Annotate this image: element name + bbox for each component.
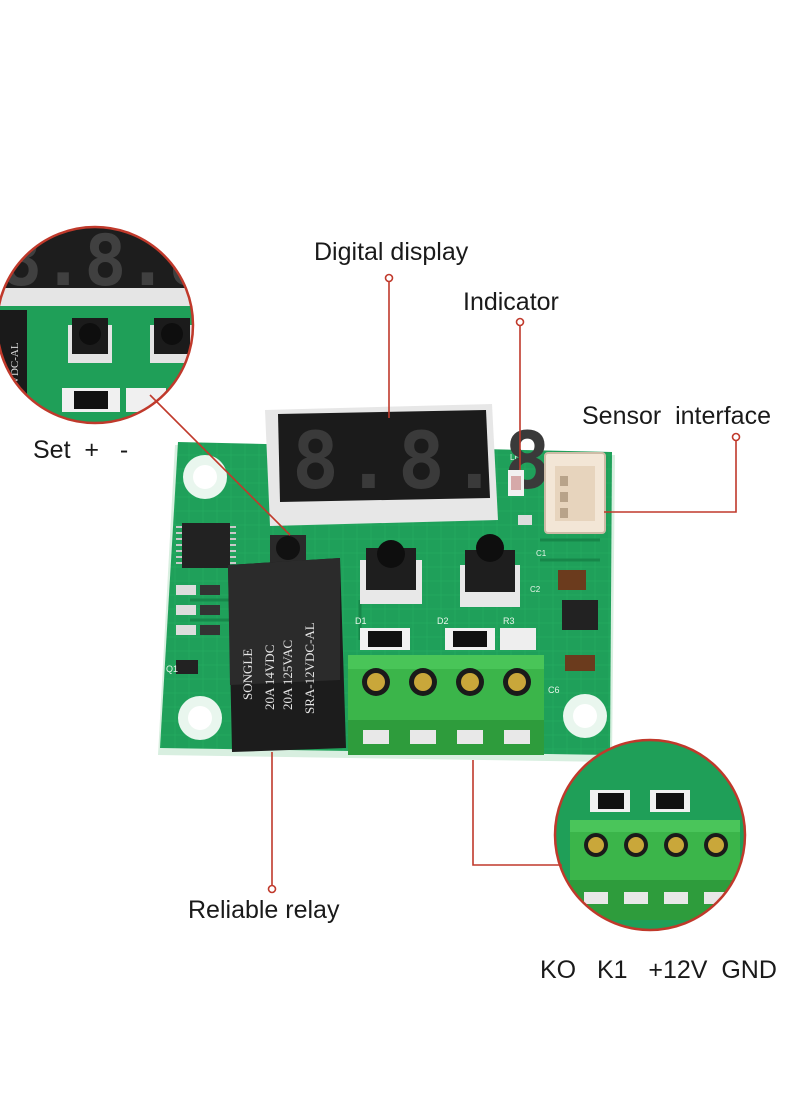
mounting-hole <box>183 455 227 499</box>
callout-digital-display: Digital display <box>314 238 469 266</box>
silk-q1: Q1 <box>166 664 178 674</box>
mounting-hole <box>563 694 607 738</box>
silk-c1: C1 <box>536 549 547 558</box>
display-digits: 8.8.8 <box>292 417 557 507</box>
zoom-inset-buttons: 8.8.8 12VDC-AL <box>0 225 195 425</box>
digital-display: 8.8.8 <box>265 404 557 526</box>
callout-set-buttons: Set + - <box>33 436 129 464</box>
callout-markers <box>267 273 741 894</box>
callout-reliable-relay: Reliable relay <box>188 896 340 924</box>
silk-d1: D1 <box>355 616 367 626</box>
silk-led: LED <box>510 453 526 462</box>
diodes <box>360 628 536 650</box>
relay-rating-2: 20A 125VAC <box>280 640 295 710</box>
callout-indicator: Indicator <box>463 288 559 316</box>
callout-terminal-labels: KO K1 +12V GND <box>540 956 777 984</box>
silk-d2: D2 <box>437 616 449 626</box>
silk-r3: R3 <box>503 616 515 626</box>
ic-chip <box>176 523 236 568</box>
silk-c6: C6 <box>548 685 560 695</box>
sensor-connector <box>544 452 606 534</box>
relay-brand: SONGLE <box>240 649 255 700</box>
minus-button <box>460 534 520 607</box>
relay: SONGLE 20A 14VDC 20A 125VAC SRA-12VDC-AL <box>228 558 346 752</box>
relay-rating-1: 20A 14VDC <box>262 645 277 710</box>
indicator-led <box>508 470 524 496</box>
silk-c2: C2 <box>530 585 541 594</box>
terminal-block <box>348 655 544 755</box>
relay-model: SRA-12VDC-AL <box>302 622 317 714</box>
set-button <box>270 535 306 565</box>
smd-components <box>176 515 598 674</box>
callout-lines <box>149 278 737 886</box>
callout-sensor-interface: Sensor interface <box>582 402 771 430</box>
zoom-inset-terminals <box>553 738 747 932</box>
plus-button <box>360 540 422 604</box>
mounting-hole <box>178 696 222 740</box>
